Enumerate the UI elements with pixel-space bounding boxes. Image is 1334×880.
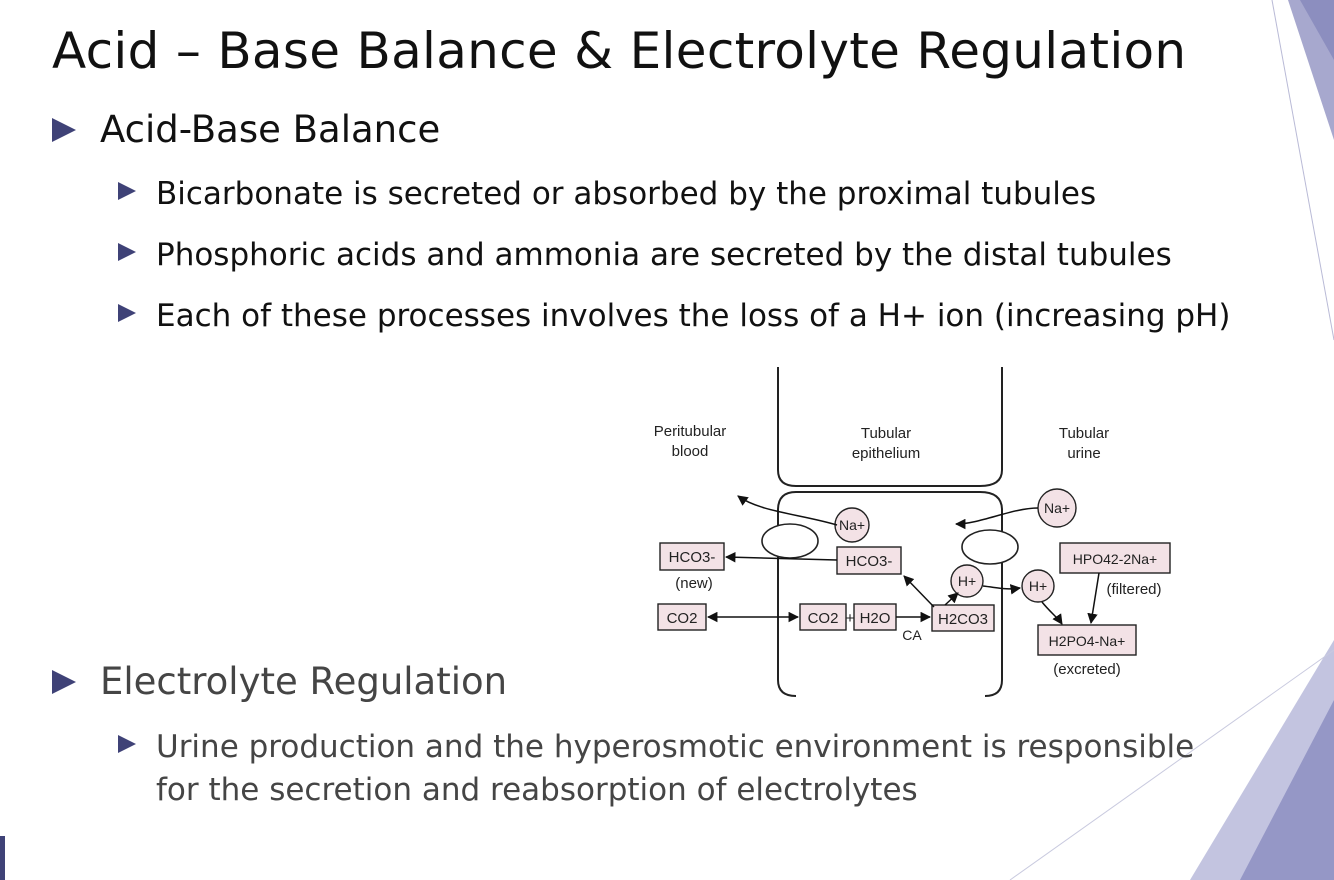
h-cell-label: H+ xyxy=(958,573,976,589)
subbullet-arrow-icon xyxy=(118,182,136,200)
hco3-new-note: (new) xyxy=(675,575,713,592)
subbullet-text: Bicarbonate is secreted or absorbed by t… xyxy=(156,176,1097,212)
transporter-apical xyxy=(961,529,1019,565)
na-cell-label: Na+ xyxy=(839,517,865,533)
h-urine-circle xyxy=(1021,569,1055,603)
hpo4-box xyxy=(1059,542,1171,574)
h2o-box xyxy=(853,603,897,631)
h-urine-label: H+ xyxy=(1029,578,1047,594)
subbullet-text: Urine production and the hyperosmotic en… xyxy=(156,729,1195,808)
co2-blood-box xyxy=(657,603,707,631)
bullet-arrow-icon xyxy=(52,669,76,694)
h2po4-box xyxy=(1037,624,1137,656)
subbullet-text: Each of these processes involves the los… xyxy=(156,298,1231,334)
transporter-basolateral xyxy=(761,523,819,559)
subbullet-urine-production: Urine production and the hyperosmotic en… xyxy=(118,726,1208,812)
h2o-label: H2O xyxy=(860,610,891,627)
reaction-arrows xyxy=(706,495,1100,625)
h2co3-label: H2CO3 xyxy=(938,611,988,628)
h-cell-circle xyxy=(950,564,984,598)
filtered-note: (filtered) xyxy=(1106,581,1161,598)
subbullet-arrow-icon xyxy=(118,243,136,261)
co2-blood-label: CO2 xyxy=(667,610,698,627)
co2-cell-label: CO2 xyxy=(808,610,839,627)
bullet-arrow-icon xyxy=(52,117,76,142)
bullet-text: Electrolyte Regulation xyxy=(100,660,508,703)
bullet-electrolyte: Electrolyte Regulation xyxy=(52,660,507,703)
slide-title: Acid – Base Balance & Electrolyte Regula… xyxy=(52,22,1187,80)
hco3-cell-box xyxy=(836,546,902,575)
h2co3-box xyxy=(931,604,995,632)
ca-label: CA xyxy=(902,627,922,643)
subbullet-bicarbonate: Bicarbonate is secreted or absorbed by t… xyxy=(118,173,1096,216)
subbullet-phosphoric: Phosphoric acids and ammonia are secrete… xyxy=(118,234,1172,277)
hco3-new-box xyxy=(659,542,725,571)
bullet-text: Acid-Base Balance xyxy=(100,108,441,151)
plus-sign: + xyxy=(846,610,855,627)
hpo4-label: HPO42-2Na+ xyxy=(1073,551,1157,567)
subbullet-h-ion: Each of these processes involves the los… xyxy=(118,295,1230,338)
hco3-new-label: HCO3- xyxy=(669,549,716,566)
bullet-acid-base: Acid-Base Balance xyxy=(52,108,440,151)
co2-cell-box xyxy=(799,603,847,631)
tubule-walls xyxy=(777,367,1003,697)
subbullet-arrow-icon xyxy=(118,735,136,753)
hco3-cell-label: HCO3- xyxy=(846,553,893,570)
h2po4-label: H2PO4-Na+ xyxy=(1049,633,1126,649)
na-urine-label: Na+ xyxy=(1044,500,1070,516)
excreted-note: (excreted) xyxy=(1053,661,1121,678)
subbullet-text: Phosphoric acids and ammonia are secrete… xyxy=(156,237,1172,273)
subbullet-arrow-icon xyxy=(118,304,136,322)
